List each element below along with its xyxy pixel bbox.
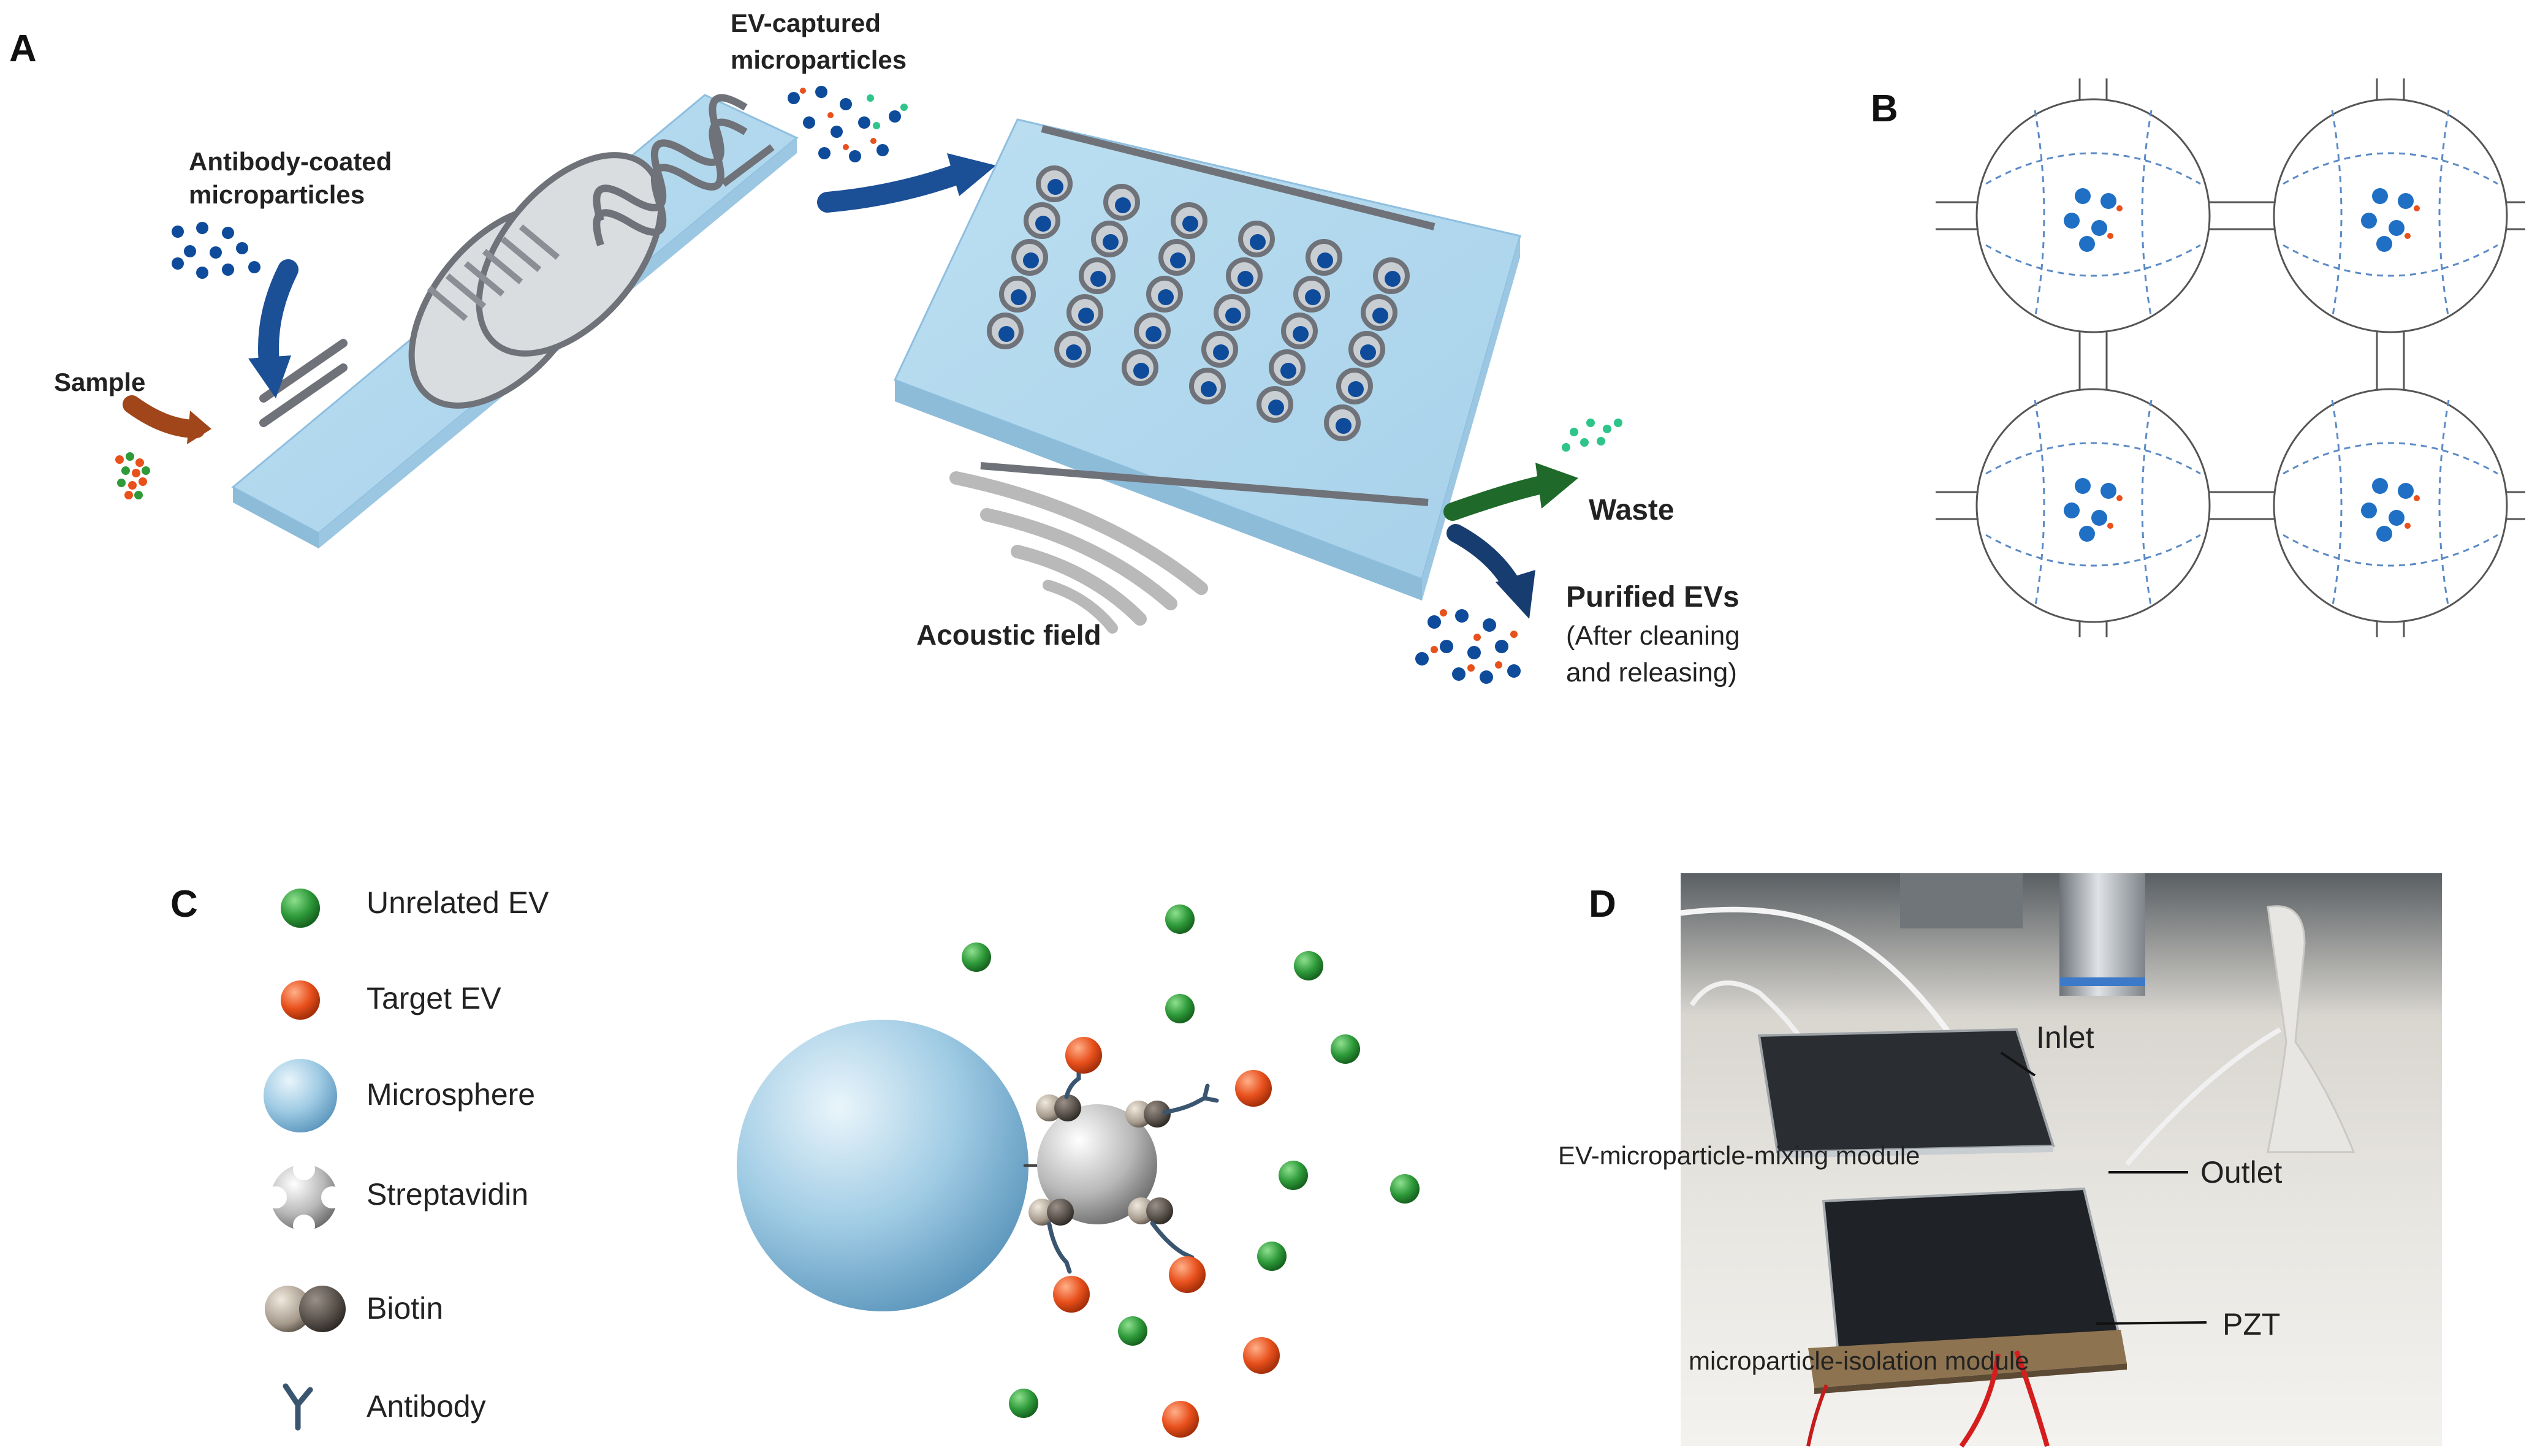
- free-evs: [962, 904, 1420, 1438]
- legend-target-ev: Target EV: [367, 981, 501, 1015]
- antibody-icon: [283, 1383, 313, 1431]
- streptavidin-icon: [265, 1158, 343, 1237]
- legend-microsphere: Microsphere: [367, 1077, 535, 1112]
- unrelated-ev-icon: [281, 889, 320, 928]
- legend-biotin: Biotin: [367, 1291, 443, 1325]
- streptavidin: [1037, 1104, 1157, 1224]
- purified-evs-label: Purified EVs: [1566, 581, 1739, 613]
- panel-b: B: [1871, 78, 2525, 637]
- transfer-arrow: [817, 164, 967, 213]
- after-cleaning-label: (After cleaning: [1566, 621, 1740, 651]
- antibody-arrow: [258, 259, 298, 378]
- antibody-coated-label-line2: microparticles: [189, 180, 365, 209]
- panel-a-letter: A: [9, 28, 37, 70]
- biotin-icon: [265, 1286, 346, 1332]
- trapped-particles-icon: [2064, 188, 2414, 542]
- panel-b-letter: B: [1871, 88, 1898, 130]
- panel-c: C Unrelated EV Target EV Microsphere Str…: [170, 883, 1420, 1438]
- biotin-pairs: [1028, 1094, 1173, 1226]
- panel-a: A: [9, 9, 1740, 688]
- outlet-label: Outlet: [2200, 1155, 2283, 1189]
- capture-illustration: [737, 904, 1420, 1438]
- trap-array-diagram: [1936, 78, 2525, 637]
- panel-c-letter: C: [170, 883, 198, 925]
- microsphere: [737, 1020, 1028, 1311]
- legend: Unrelated EV Target EV Microsphere Strep…: [264, 885, 549, 1431]
- legend-antibody: Antibody: [367, 1389, 486, 1424]
- waste-label: Waste: [1589, 494, 1675, 526]
- pzt-label: PZT: [2222, 1307, 2280, 1341]
- isolation-module-label: microparticle-isolation module: [1689, 1346, 2029, 1375]
- antibody-microparticles-icon: [172, 222, 260, 279]
- waste-arrow: [1443, 475, 1554, 521]
- ev-captured-particles-icon: [788, 86, 908, 162]
- microsphere-icon: [264, 1059, 337, 1132]
- target-ev-icon: [281, 980, 320, 1020]
- purified-evs-icon: [1415, 609, 1521, 684]
- ev-captured-label-line2: microparticles: [731, 45, 907, 74]
- legend-streptavidin: Streptavidin: [367, 1177, 528, 1211]
- waste-particles-icon: [1562, 419, 1622, 452]
- antibody-coated-label-line1: Antibody-coated: [189, 147, 392, 176]
- sample-particles-icon: [115, 452, 150, 499]
- legend-unrelated-ev: Unrelated EV: [367, 885, 549, 920]
- ev-captured-label-line1: EV-captured: [731, 9, 881, 37]
- mixing-chip: [231, 94, 799, 548]
- sample-arrow: [123, 395, 205, 438]
- sample-label: Sample: [54, 368, 145, 396]
- mixing-module-label: EV-microparticle-mixing module: [1558, 1141, 1920, 1170]
- captured-target-ev: [1053, 1276, 1090, 1313]
- and-releasing-label: and releasing): [1566, 658, 1737, 688]
- captured-target-ev: [1169, 1256, 1206, 1293]
- acoustic-field-label: Acoustic field: [916, 619, 1101, 651]
- inlet-label: Inlet: [2036, 1020, 2094, 1055]
- device-photo: [1680, 873, 2442, 1448]
- acoustic-wave-icon: [949, 471, 1208, 634]
- captured-target-ev: [1065, 1037, 1102, 1074]
- panel-d: D: [1558, 873, 2442, 1448]
- streamlines: [1985, 110, 2498, 609]
- isolation-chip: [893, 118, 1521, 601]
- panel-d-letter: D: [1589, 883, 1616, 925]
